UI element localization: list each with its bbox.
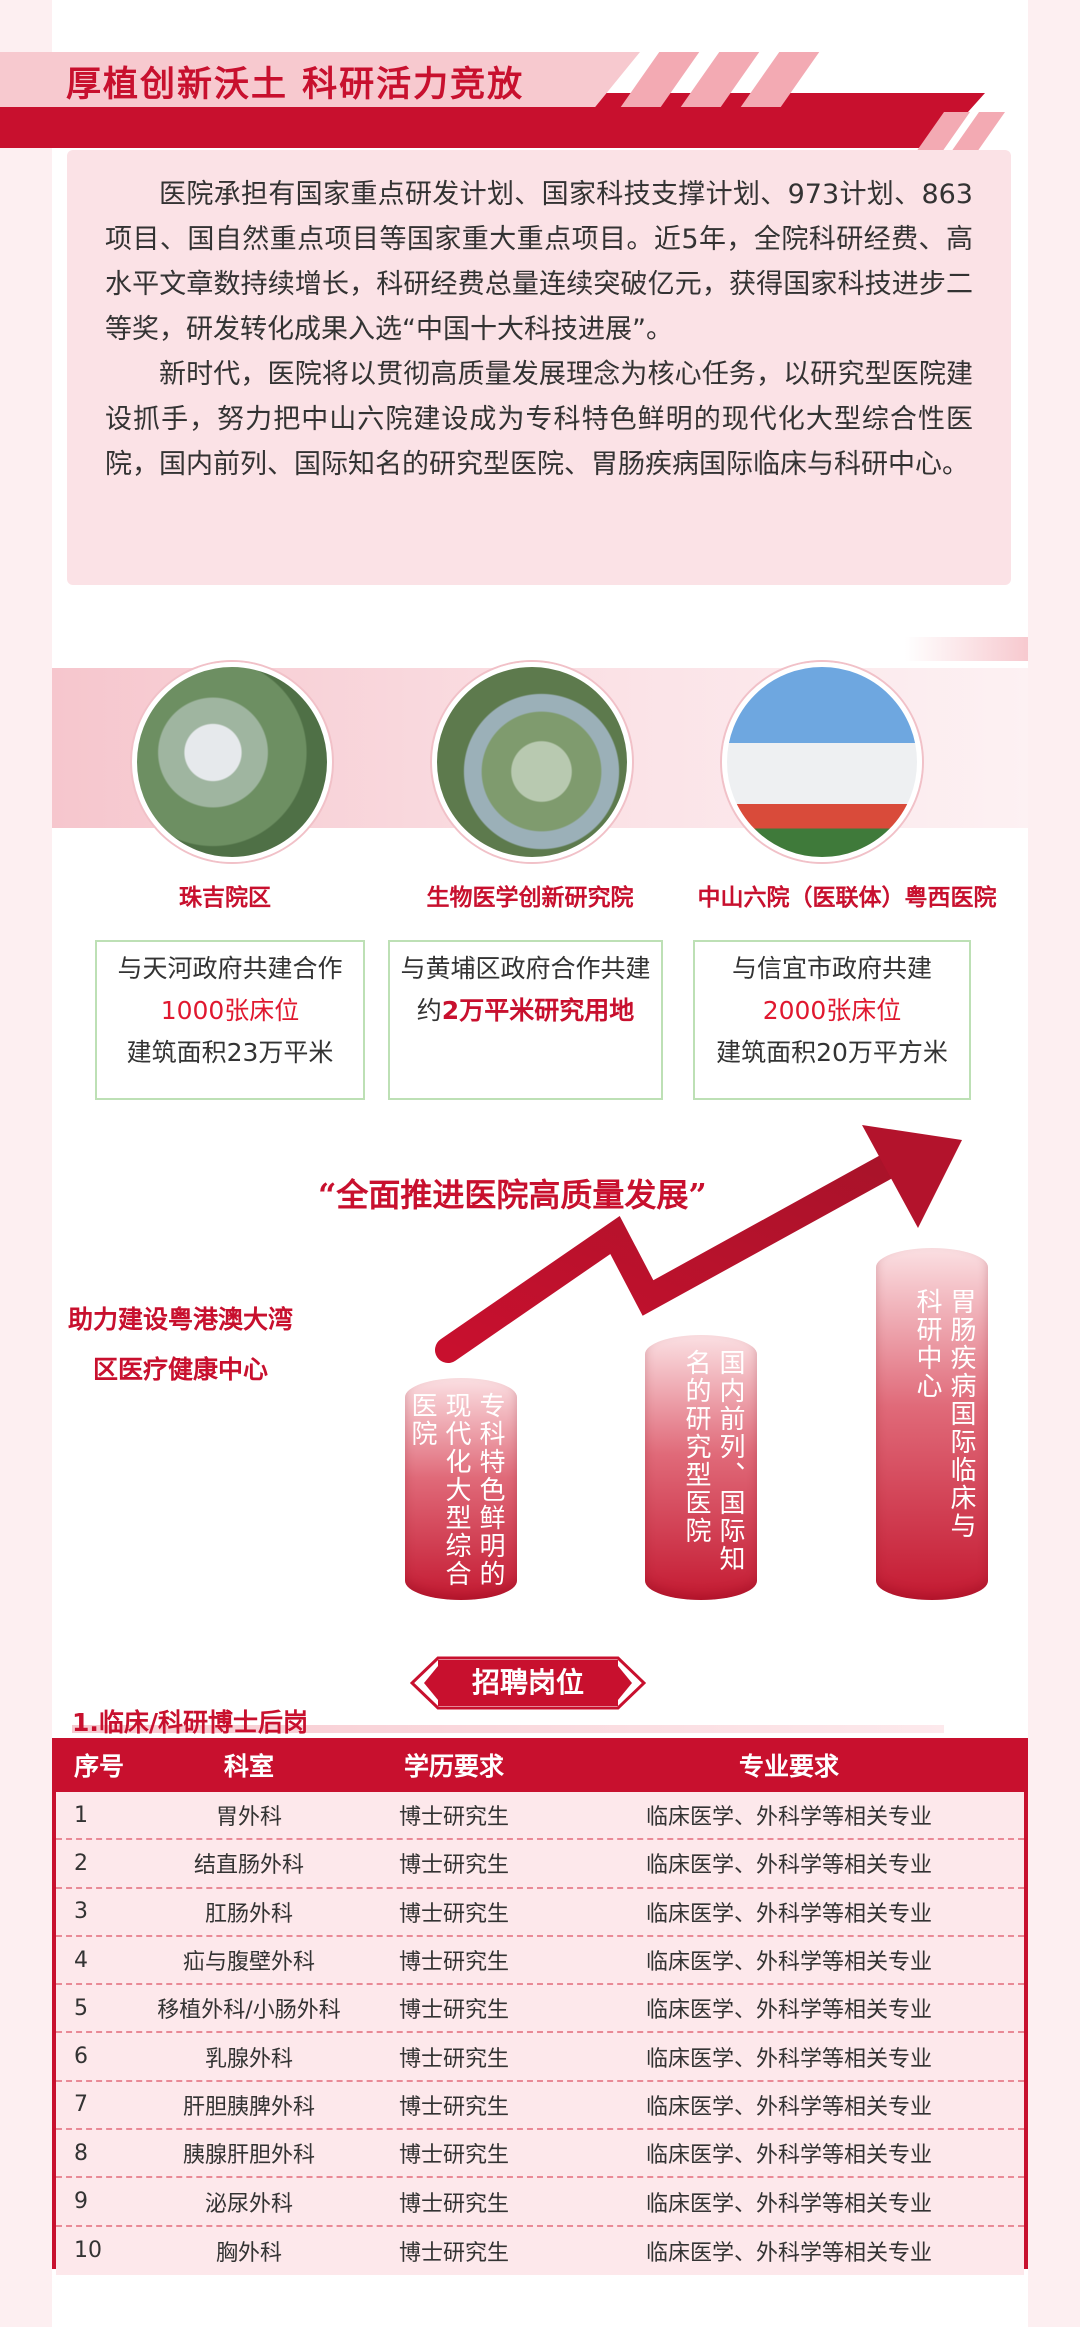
row-education: 博士研究生 [398,1998,509,2024]
header-index: 序号 [74,1752,125,1781]
table-row: 9 泌尿外科 博士研究生 临床医学、外科学等相关专业 [56,2178,1024,2227]
table-row: 6 乳腺外科 博士研究生 临床医学、外科学等相关专业 [56,2033,1024,2082]
row-education: 博士研究生 [398,2240,509,2266]
row-department: 胸外科 [215,2240,282,2266]
row-education: 博士研究生 [398,2046,509,2072]
row-education: 博士研究生 [398,2143,509,2169]
row-index: 1 [74,1802,88,1828]
pillar-1-text: 专科特色鲜明的现代化大型综合医院 [407,1392,505,1588]
band-decoration [905,637,1028,661]
campus-info-line: 与黄埔区政府合作共建 [400,954,651,983]
campus-info-3: 与信宜市政府共建 2000张床位 建筑面积20万平方米 [693,940,971,1100]
pillar-2-text: 国内前列、国际知名的研究型医院 [681,1349,745,1573]
intro-paragraph-1: 医院承担有国家重点研发计划、国家科技支撑计划、973计划、863项目、国自然重点… [105,179,973,345]
campus-beds: 1000张床位 [160,996,300,1025]
campus-info-1: 与天河政府共建合作 1000张床位 建筑面积23万平米 [95,940,365,1100]
campus-name-3: 中山六院（医联体）粤西医院 [697,885,997,911]
table-row: 8 胰腺肝胆外科 博士研究生 临床医学、外科学等相关专业 [56,2130,1024,2179]
row-department: 移植外科/小肠外科 [157,1998,341,2024]
row-major: 临床医学、外科学等相关专业 [645,2094,932,2120]
growth-arrow-head [862,1125,962,1228]
row-major: 临床医学、外科学等相关专业 [645,2191,932,2217]
intro-box: 医院承担有国家重点研发计划、国家科技支撑计划、973计划、863项目、国自然重点… [67,150,1011,585]
campus-name-1: 珠吉院区 [179,885,271,911]
row-index: 2 [74,1850,88,1876]
row-department: 肛肠外科 [204,1901,293,1927]
row-education: 博士研究生 [398,1901,509,1927]
campus-area: 建筑面积23万平米 [126,1038,334,1067]
row-education: 博士研究生 [398,1950,509,1976]
row-major: 临床医学、外科学等相关专业 [645,1853,932,1879]
river-island-photo [432,662,632,862]
row-index: 10 [74,2238,102,2264]
table-row: 5 移植外科/小肠外科 博士研究生 临床医学、外科学等相关专业 [56,1985,1024,2034]
table-row: 4 疝与腹壁外科 博士研究生 临床医学、外科学等相关专业 [56,1937,1024,1986]
campus-info-2: 与黄埔区政府合作共建 约2万平米研究用地 [388,940,663,1100]
row-major: 临床医学、外科学等相关专业 [645,2240,932,2266]
recruit-badge: 招聘岗位 [438,1660,618,1706]
row-index: 6 [74,2044,88,2070]
row-department: 泌尿外科 [204,2191,293,2217]
header-pink-band [0,52,640,107]
row-major: 临床医学、外科学等相关专业 [645,1998,932,2024]
header-major: 专业要求 [738,1752,839,1781]
pillar-3-text: 胃肠疾病国际临床与科研中心 [912,1288,976,1540]
table-row: 7 肝胆胰脾外科 博士研究生 临床医学、外科学等相关专业 [56,2082,1024,2131]
row-major: 临床医学、外科学等相关专业 [645,1901,932,1927]
hospital-campus-photo [132,662,332,862]
section-title: 1.临床/科研博士后岗 [72,1708,309,1737]
row-department: 疝与腹壁外科 [182,1950,315,1976]
row-index: 9 [74,2189,88,2215]
growth-arrow-graphic [435,1125,962,1363]
table-row: 10 胸外科 博士研究生 临床医学、外科学等相关专业 [56,2227,1024,2275]
row-department: 乳腺外科 [204,2046,293,2072]
row-major: 临床医学、外科学等相关专业 [645,1805,932,1831]
section-underline [72,1725,944,1733]
row-department: 结直肠外科 [193,1853,304,1879]
bay-area-slogan-line-2: 区医疗健康中心 [93,1355,269,1384]
row-education: 博士研究生 [398,2191,509,2217]
row-department: 胃外科 [215,1805,282,1831]
table-row: 3 肛肠外科 博士研究生 临床医学、外科学等相关专业 [56,1889,1024,1937]
row-index: 3 [74,1899,88,1925]
campus-beds: 2000张床位 [762,996,902,1025]
row-major: 临床医学、外科学等相关专业 [645,1950,932,1976]
table-header: 序号 科室 学历要求 专业要求 [56,1738,1024,1792]
slogan: “全面推进医院高质量发展” [318,1176,707,1214]
row-education: 博士研究生 [398,1853,509,1879]
bay-area-slogan-line-1: 助力建设粤港澳大湾 [68,1305,294,1334]
intro-paragraph-2: 新时代，医院将以贯彻高质量发展理念为核心任务，以研究型医院建设抓手，努力把中山六… [105,359,973,480]
campus-info-line: 与天河政府共建合作 [117,954,343,983]
campus-name-2: 生物医学创新研究院 [426,885,634,911]
growth-arrow-line [435,1145,915,1363]
row-major: 临床医学、外科学等相关专业 [645,2143,932,2169]
bay-area-slogan: 助力建设粤港澳大湾 区医疗健康中心 [68,1295,293,1395]
recruit-badge-frame [410,1656,646,1710]
campus-info-line: 与信宜市政府共建 [731,954,932,983]
pillar-1: 专科特色鲜明的现代化大型综合医院 [405,1378,517,1600]
row-department: 胰腺肝胆外科 [182,2143,315,2169]
pillar-3: 胃肠疾病国际临床与科研中心 [876,1248,988,1600]
page-title: 厚植创新沃土 科研活力竞放 [66,65,525,105]
pillar-2: 国内前列、国际知名的研究型医院 [645,1335,757,1600]
campus-land: 2万平米研究用地 [441,996,635,1025]
hospital-building-photo [722,662,922,862]
table-row: 2 结直肠外科 博士研究生 临床医学、外科学等相关专业 [56,1840,1024,1889]
row-index: 4 [74,1947,88,1973]
row-index: 8 [74,2140,88,2166]
row-major: 临床医学、外科学等相关专业 [645,2046,932,2072]
row-education: 博士研究生 [398,1805,509,1831]
row-education: 博士研究生 [398,2094,509,2120]
table-row: 1 胃外科 博士研究生 临床医学、外科学等相关专业 [56,1792,1024,1841]
row-index: 5 [74,1995,88,2021]
row-index: 7 [74,2092,88,2118]
header-education: 学历要求 [403,1752,504,1781]
row-department: 肝胆胰脾外科 [182,2094,315,2120]
campus-prefix: 约 [416,996,442,1025]
header-department: 科室 [223,1752,274,1781]
campus-area: 建筑面积20万平方米 [716,1038,948,1067]
